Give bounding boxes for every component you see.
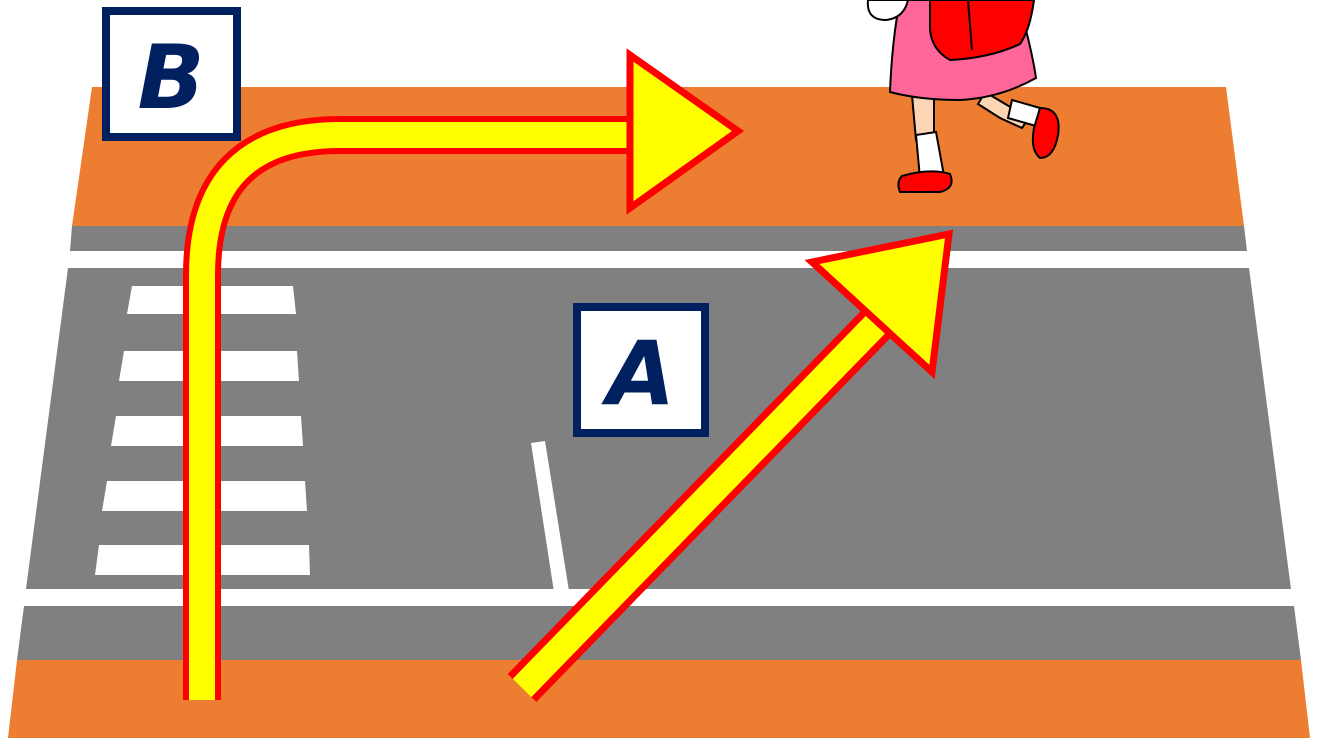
far-edge-line [68, 251, 1249, 268]
far-curb-strip [70, 226, 1247, 251]
girl-front-shoe [898, 171, 951, 192]
label-a: A [577, 307, 705, 433]
label-b: B [106, 11, 237, 137]
label-b-text: B [137, 26, 204, 129]
label-a-text: A [601, 322, 675, 425]
